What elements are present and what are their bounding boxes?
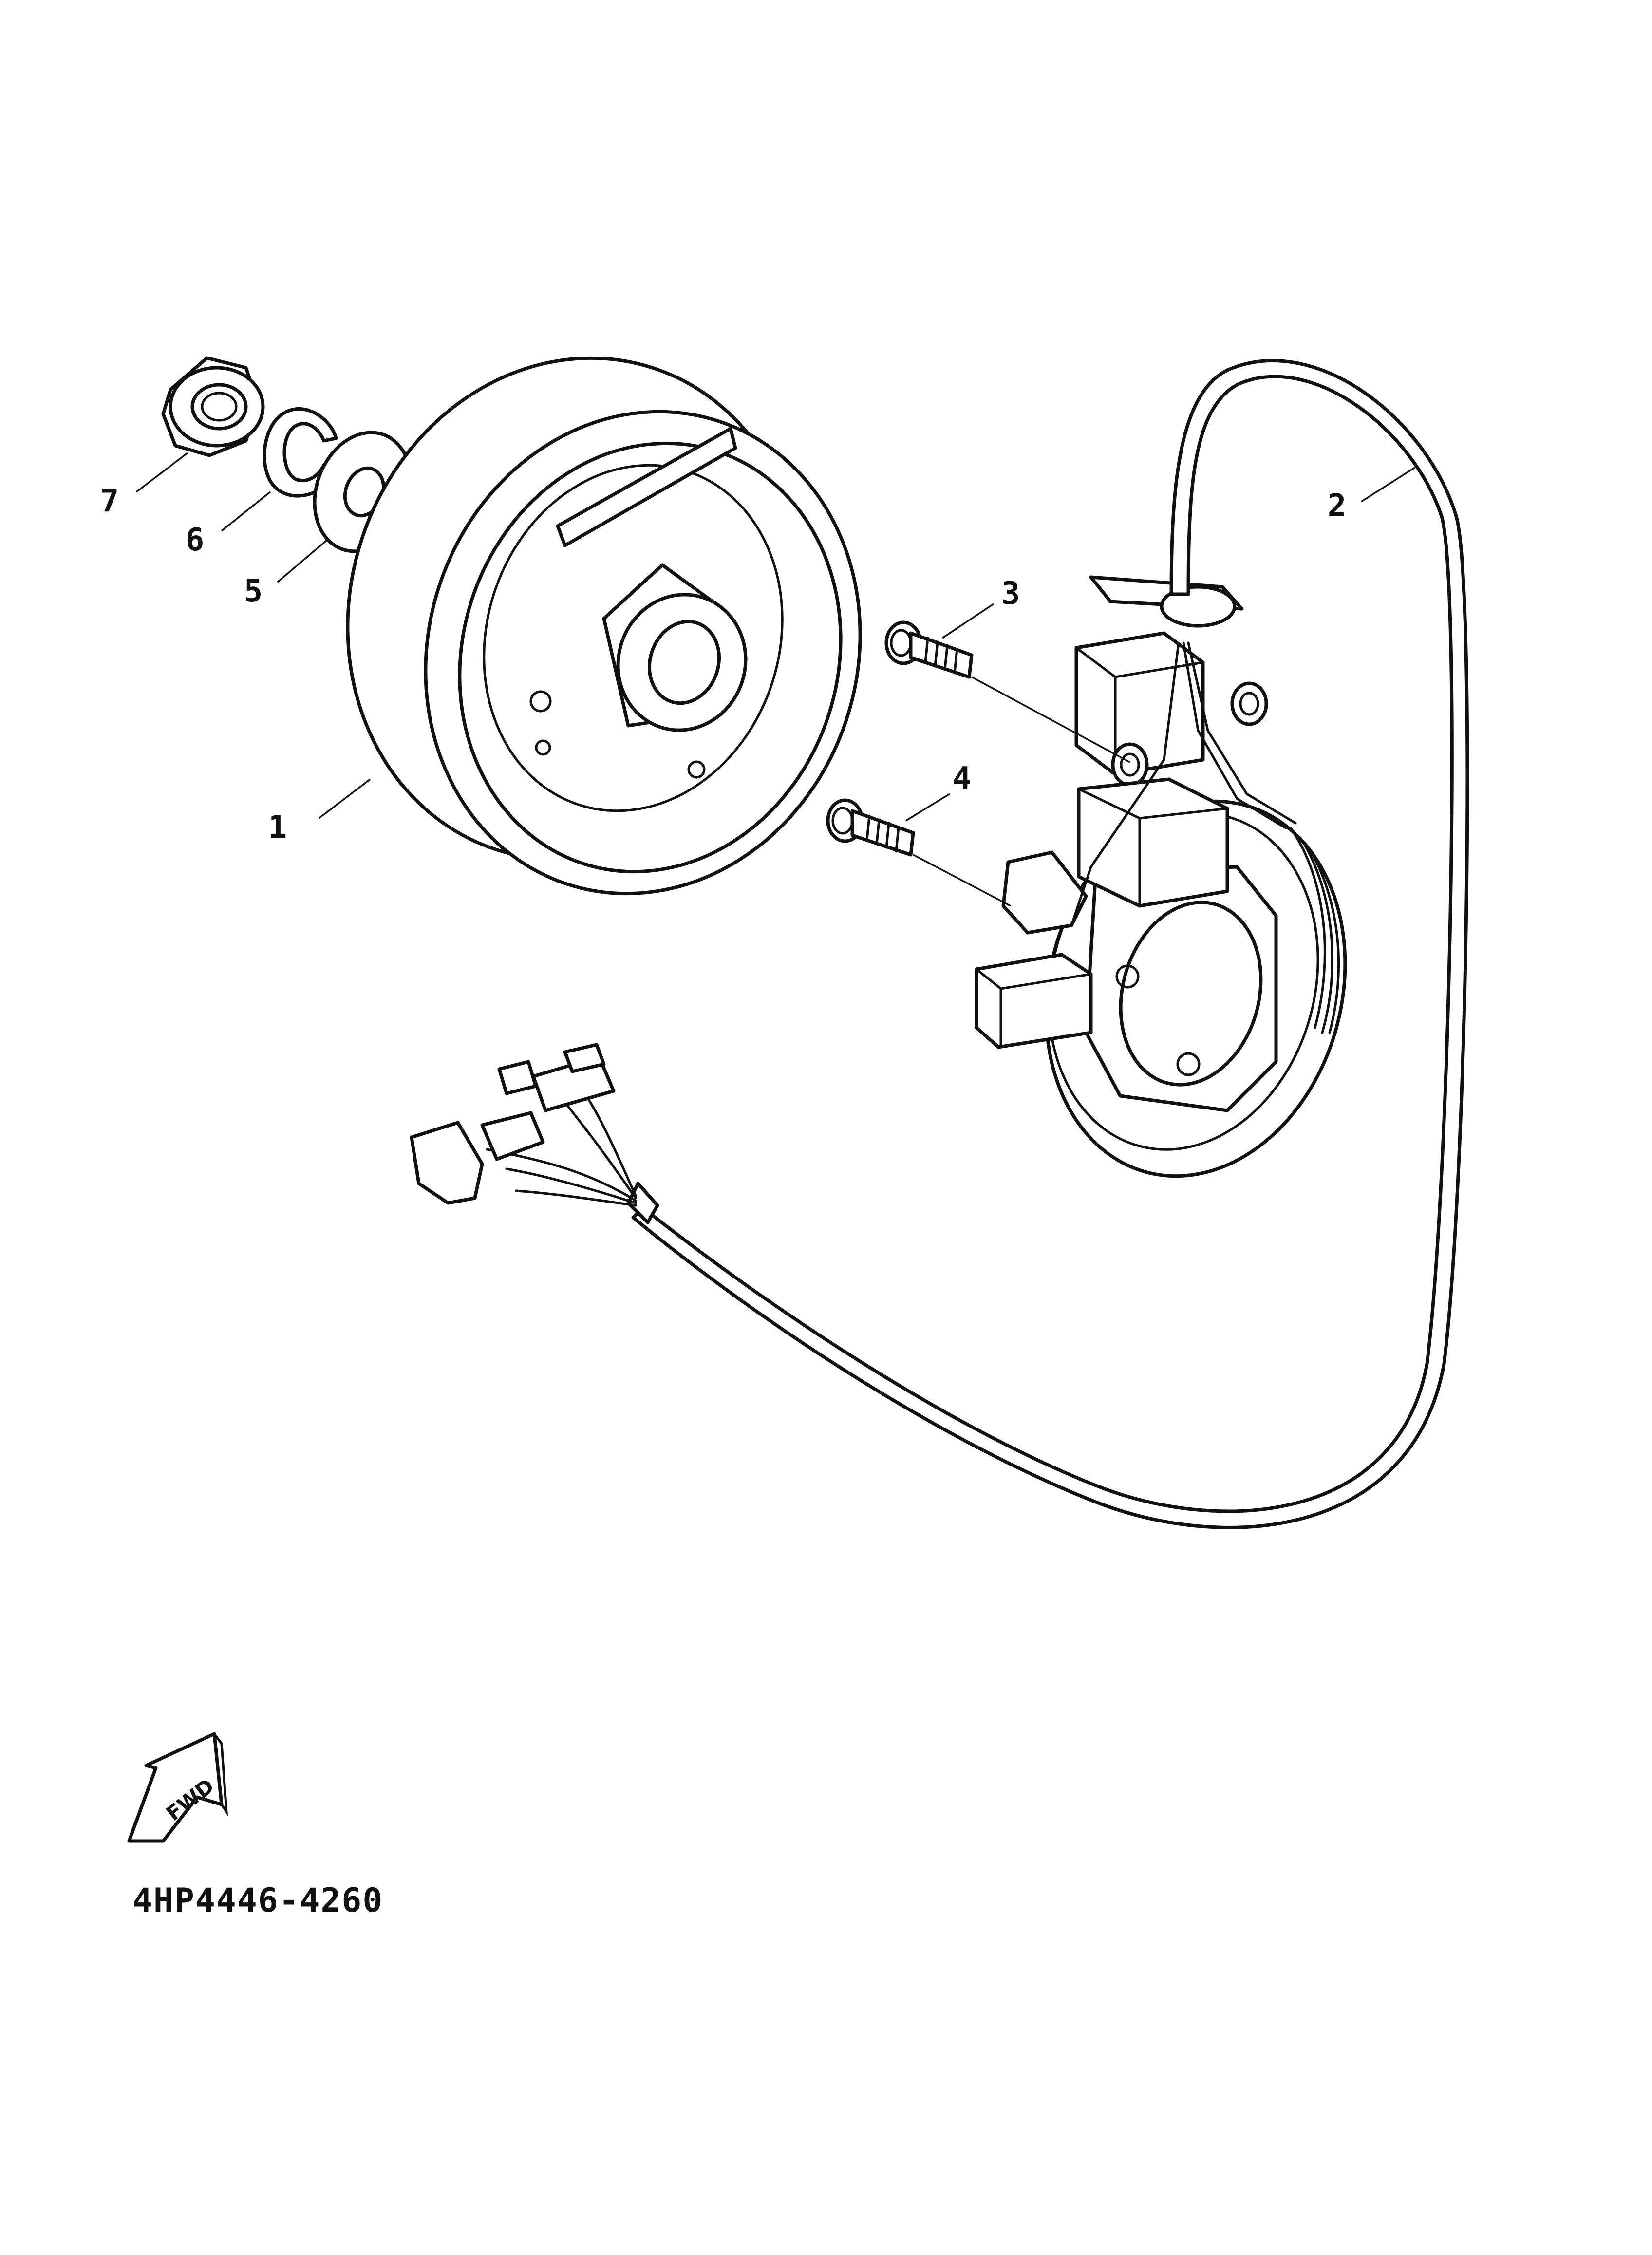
callout-6: 6	[186, 522, 205, 558]
callout-5: 5	[244, 573, 263, 609]
screw-part-4[interactable]	[826, 798, 915, 857]
callout-7: 7	[100, 483, 119, 519]
stator-assembly-part-2[interactable]	[410, 359, 1469, 1529]
callout-1: 1	[268, 809, 287, 846]
callout-2: 2	[1328, 488, 1347, 524]
screw-part-3[interactable]	[884, 620, 974, 679]
part-code: 4HP4446-4260	[132, 1881, 383, 1920]
leader-lines	[135, 452, 1415, 907]
callout-numbers: 1 2 3 4 5 6 7	[100, 483, 1347, 846]
forward-direction-arrow: FWD	[127, 1732, 228, 1843]
nut-part-7[interactable]	[161, 356, 265, 457]
callout-3: 3	[1001, 576, 1020, 612]
flywheel-rotor-part-1[interactable]	[283, 299, 922, 950]
callout-4: 4	[953, 761, 972, 797]
